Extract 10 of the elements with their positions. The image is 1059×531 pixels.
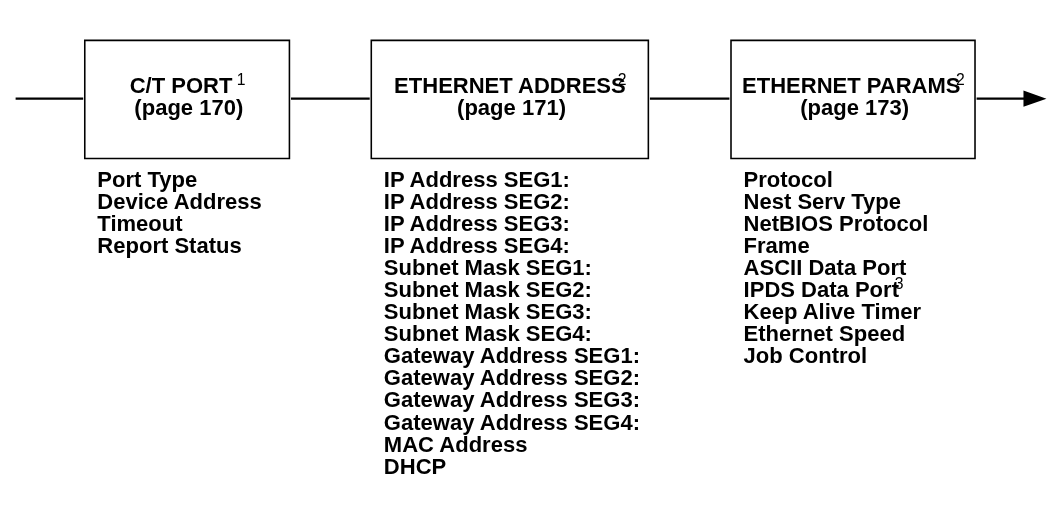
node-label: DHCP	[383, 453, 447, 479]
arrow	[976, 90, 1047, 107]
connector	[649, 97, 730, 100]
connector	[15, 97, 84, 100]
connector	[291, 97, 370, 100]
node-label: Protocol	[743, 167, 833, 193]
node-label: Keep Alive Timer	[743, 299, 922, 325]
node-box: C/T PORT $^{1}$ (page 170)	[84, 39, 291, 160]
node-box: ETHERNET PARAMS$^{2}$ (page 173)	[730, 39, 976, 160]
node-label: Frame	[743, 233, 810, 259]
